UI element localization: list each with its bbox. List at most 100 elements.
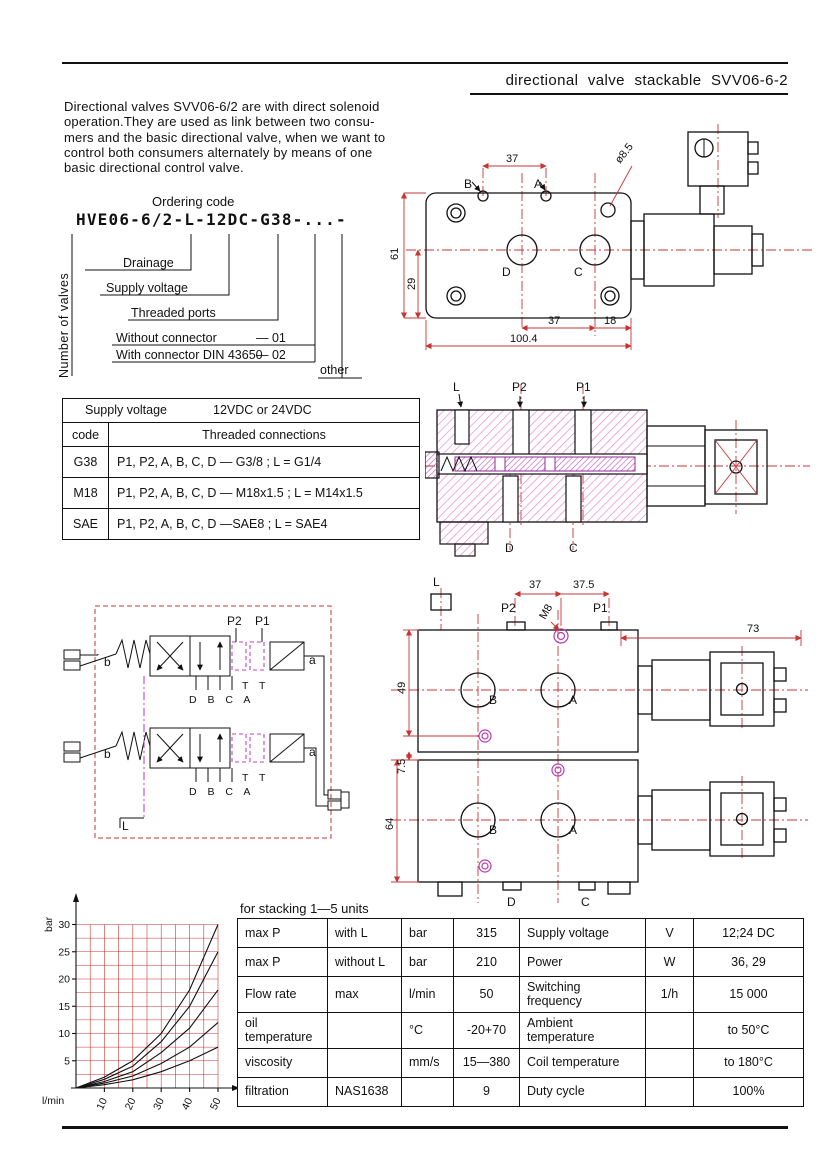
dim-29-label: 29 xyxy=(406,278,418,290)
spec-cell: Supply voltage xyxy=(519,918,646,948)
spec-cell: viscosity xyxy=(237,1047,328,1078)
spec-cell xyxy=(645,1011,694,1049)
connections-cell: P1, P2, A, B, C, D —SAE8 ; L = SAE4 xyxy=(117,517,328,531)
spec-cell: 50 xyxy=(453,976,520,1013)
spec-cell: mm/s xyxy=(401,1047,454,1078)
port-d-label: D xyxy=(507,895,516,909)
ordering-drainage-label: Drainage xyxy=(123,256,174,270)
front-view-drawing: L 37 37.5 P2 M8 P1 73 49 7.5 64 B A B A … xyxy=(384,575,808,909)
spec-cell: Switching frequency xyxy=(519,976,646,1013)
solenoid-outline xyxy=(646,425,768,507)
ordering-other-label: other xyxy=(320,363,349,377)
dim-73-label: 73 xyxy=(747,623,759,635)
spec-cell: 12;24 DC xyxy=(693,918,804,948)
ordering-code: HVE06-6/2-L-12DC-G38-...- xyxy=(76,210,347,229)
l-port-label: L xyxy=(122,819,129,833)
spec-cell: 15—380 xyxy=(453,1047,520,1078)
valve2-tank-label: T T xyxy=(242,772,269,784)
hatched-housing xyxy=(436,409,648,557)
port-p2-label: P2 xyxy=(501,601,516,615)
dim-49-label: 49 xyxy=(396,682,408,694)
valve2-ports-label: D B C A xyxy=(189,786,254,798)
page-title: directional valve stackable SVV06-6-2 xyxy=(505,72,788,89)
spec-cell: V xyxy=(645,918,694,948)
port-p1-label: P1 xyxy=(593,601,608,615)
p1-label: P1 xyxy=(255,614,270,628)
spec-row: oil temperature °C -20+70 Ambient temper… xyxy=(237,1011,804,1049)
dimensions xyxy=(391,590,802,883)
chart-xlabel: l/min xyxy=(42,1095,64,1107)
dimensions xyxy=(400,162,633,350)
connections-cell: P1, P2, A, B, C, D — G3/8 ; L = G1/4 xyxy=(117,455,322,469)
spec-cell xyxy=(645,1047,694,1078)
b-top-label: B xyxy=(489,693,497,707)
curve-2 xyxy=(75,951,219,1089)
footer-rule xyxy=(62,1126,788,1129)
spec-cell: 210 xyxy=(453,947,520,977)
supply-voltage-label: Supply voltage xyxy=(85,403,168,417)
ordering-threaded-ports-label: Threaded ports xyxy=(131,306,216,320)
body-1-outline xyxy=(417,593,639,753)
connector-symbol xyxy=(304,655,350,811)
spec-cell xyxy=(401,1076,454,1107)
x-tick-label: 20 xyxy=(123,1096,139,1112)
code-cell: M18 xyxy=(63,478,109,508)
spec-cell xyxy=(645,1076,694,1107)
spec-cell: bar xyxy=(401,947,454,977)
solenoid-1-outline xyxy=(637,651,787,727)
spec-cell: with L xyxy=(327,918,402,948)
port-c-label: C xyxy=(574,265,583,279)
dim-75-label: 7.5 xyxy=(396,759,408,774)
spec-cell: filtration xyxy=(237,1076,328,1107)
port-p1-label: P1 xyxy=(576,380,591,394)
table-row: M18 P1, P2, A, B, C, D — M18x1.5 ; L = M… xyxy=(63,477,419,508)
port-d-label: D xyxy=(505,541,514,555)
valve1-a-label: a xyxy=(309,653,316,667)
a-top-label: A xyxy=(569,693,577,707)
spec-cell: Power xyxy=(519,947,646,977)
spec-row: viscosity mm/s 15—380 Coil temperature t… xyxy=(237,1047,804,1078)
x-tick-label: 50 xyxy=(208,1096,224,1112)
ordering-supply-voltage-label: Supply voltage xyxy=(106,281,189,295)
dim-18-label: 18 xyxy=(604,315,616,327)
spec-cell: Ambient temperature xyxy=(519,1011,646,1049)
top-view-drawing: 37 ø8.5 61 29 37 18 100.4 B A D C xyxy=(389,124,813,350)
chart-ylabel: bar xyxy=(43,916,55,932)
spec-cell: without L xyxy=(327,947,402,977)
y-tick-label: 15 xyxy=(58,1001,70,1013)
spec-cell: max P xyxy=(237,947,328,977)
body-2-outline xyxy=(417,759,639,897)
spec-table: max P with L bar 315 Supply voltage V 12… xyxy=(237,918,804,1107)
spec-cell xyxy=(327,1011,402,1049)
port-d-label: D xyxy=(502,265,511,279)
spec-cell: 9 xyxy=(453,1076,520,1107)
supply-voltage-table: Supply voltage 12VDC or 24VDC code Threa… xyxy=(62,398,420,540)
valve2-b-label: b xyxy=(104,747,111,761)
spec-cell: oil temperature xyxy=(237,1011,328,1049)
curve-5 xyxy=(75,1046,219,1089)
valve2-a-label: a xyxy=(309,745,316,759)
curve-1 xyxy=(75,924,219,1089)
valve1-tank-label: T T xyxy=(242,680,269,692)
x-tick-label: 40 xyxy=(180,1096,196,1112)
ordering-without-connector-label: Without connector xyxy=(116,331,217,345)
code-cell: G38 xyxy=(63,447,109,477)
dim-dia-label: ø8.5 xyxy=(613,141,636,166)
spec-cell: 36, 29 xyxy=(693,947,804,977)
drain-line xyxy=(119,676,145,828)
dim-37-bottom-label: 37 xyxy=(548,315,560,327)
x-tick-label: 10 xyxy=(94,1096,110,1112)
spec-cell: bar xyxy=(401,918,454,948)
spec-row: max P with L bar 315 Supply voltage V 12… xyxy=(237,918,804,948)
spec-cell: l/min xyxy=(401,976,454,1013)
port-c-label: C xyxy=(581,895,590,909)
spec-cell: 100% xyxy=(693,1076,804,1107)
spec-cell: NAS1638 xyxy=(327,1076,402,1107)
y-tick-label: 25 xyxy=(58,946,70,958)
spec-cell: 315 xyxy=(453,918,520,948)
connections-cell: P1, P2, A, B, C, D — M18x1.5 ; L = M14x1… xyxy=(117,486,363,500)
y-tick-label: 10 xyxy=(58,1028,70,1040)
spec-cell: W xyxy=(645,947,694,977)
spec-cell: to 180°C xyxy=(693,1047,804,1078)
